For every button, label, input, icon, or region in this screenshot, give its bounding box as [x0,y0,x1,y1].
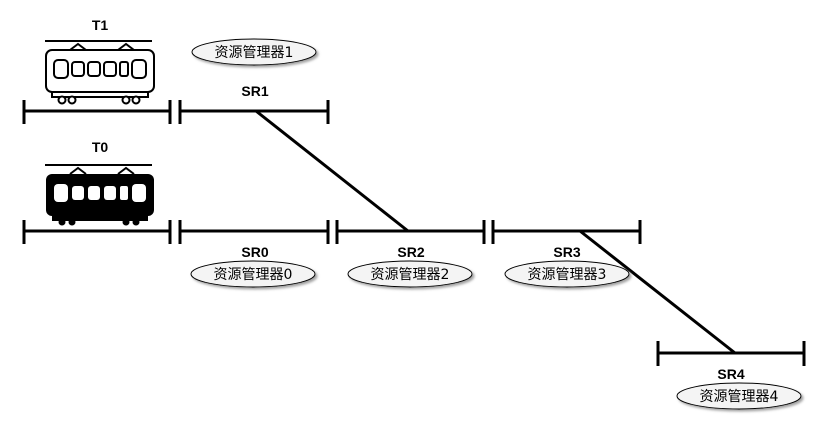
segment-label-sr3: SR3 [553,244,580,260]
train-label-t1: T1 [92,17,109,33]
train-t1-icon [45,40,155,105]
switch-sr1-sr2 [255,109,409,233]
resource-manager-label-2: 资源管理器2 [371,267,450,283]
switch-sr3-sr4 [579,229,736,355]
resource-manager-label-4: 资源管理器4 [700,389,779,405]
segment-label-sr0: SR0 [241,244,268,260]
segment-sr4 [656,341,806,366]
resource-manager-4: 资源管理器4 [676,382,802,410]
resource-manager-label-3: 资源管理器3 [528,267,607,283]
segment-label-sr4: SR4 [717,366,744,382]
station-track-upper [22,100,172,124]
resource-manager-3: 资源管理器3 [504,260,630,288]
segment-sr1 [178,100,330,124]
resource-manager-1: 资源管理器1 [191,38,317,66]
segment-label-sr1: SR1 [241,83,268,99]
resource-manager-0: 资源管理器0 [190,260,316,288]
segment-label-sr2: SR2 [397,244,424,260]
segment-sr0 [178,220,330,244]
resource-manager-label-1: 资源管理器1 [215,45,294,61]
segment-sr3 [491,220,642,244]
resource-manager-label-0: 资源管理器0 [214,267,293,283]
train-t0-icon [45,164,154,226]
segment-sr2 [335,220,486,244]
resource-manager-2: 资源管理器2 [347,260,473,288]
station-track-lower [22,220,172,244]
train-label-t0: T0 [92,139,109,155]
